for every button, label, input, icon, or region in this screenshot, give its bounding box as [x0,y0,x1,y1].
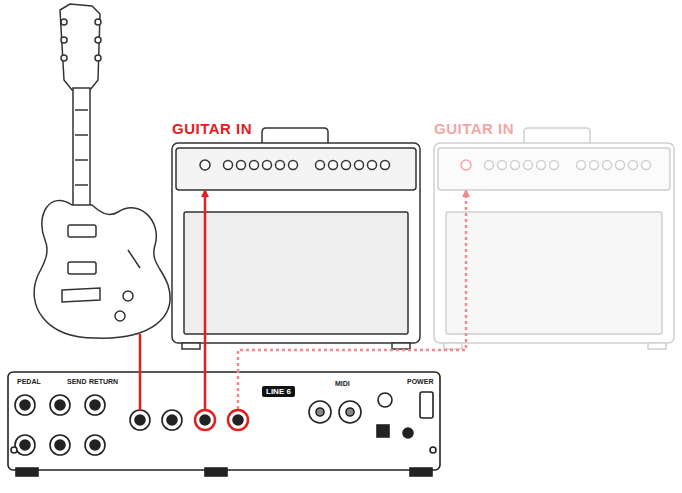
port-label: SEND [66,378,87,385]
brand-logo: LINE 6 [262,386,295,397]
amplifier-drawing [172,128,420,349]
signal-cable [204,191,207,372]
port-label: PEDAL [16,378,42,385]
amplifier-drawing [434,128,674,349]
port-label: RETURN [88,378,119,385]
port-label: POWER [406,378,434,385]
amp-panel: GUITAR IN [176,148,416,190]
input-label: GUITAR IN [434,120,514,137]
input-label: GUITAR IN [172,120,252,137]
port-label: MIDI [334,380,351,387]
amp-panel: GUITAR IN [438,148,670,190]
guitar-drawing [34,4,170,338]
device-panel: PEDAL SENDRETURN LINE 6 MIDI POWER [8,372,440,470]
cable [140,334,238,411]
device-drawing [8,372,440,476]
signal-cable [238,191,466,372]
